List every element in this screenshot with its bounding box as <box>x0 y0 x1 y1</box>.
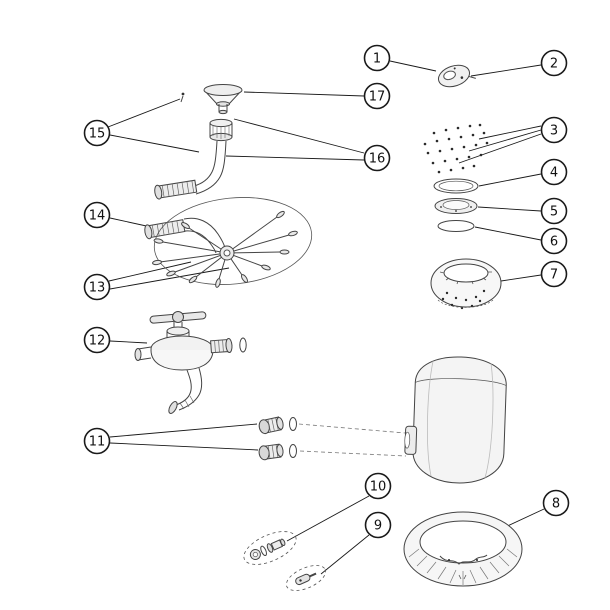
diffuser-funnel <box>203 84 243 115</box>
filter-tank <box>404 356 507 484</box>
svg-text:14: 14 <box>89 209 106 224</box>
svg-text:7: 7 <box>550 268 558 283</box>
callout-4: 4 <box>540 158 568 186</box>
screw-set <box>423 123 489 174</box>
svg-text:12: 12 <box>89 334 106 349</box>
o-ring <box>437 220 475 232</box>
drain-fitting-set <box>243 531 297 565</box>
svg-text:13: 13 <box>89 281 106 296</box>
callout-14: 14 <box>83 201 111 229</box>
callout-13: 13 <box>83 273 111 301</box>
callout-2: 2 <box>540 49 568 77</box>
callout-10: 10 <box>364 472 392 500</box>
fitting-o-ring-lower <box>289 444 297 458</box>
svg-text:11: 11 <box>89 435 106 450</box>
svg-text:17: 17 <box>369 90 386 105</box>
callout-11: 11 <box>83 427 111 455</box>
svg-text:4: 4 <box>550 166 558 181</box>
svg-text:9: 9 <box>374 519 382 534</box>
svg-text:15: 15 <box>89 127 106 142</box>
pressure-gauge <box>437 64 476 88</box>
standpipe <box>154 140 227 200</box>
svg-text:3: 3 <box>550 124 558 139</box>
filter-lid <box>430 258 502 310</box>
svg-text:8: 8 <box>552 497 560 512</box>
callout-6: 6 <box>540 227 568 255</box>
svg-text:16: 16 <box>369 152 386 167</box>
callout-1: 1 <box>363 44 391 72</box>
bulkhead-fitting-upper <box>258 416 284 435</box>
svg-text:2: 2 <box>550 57 558 72</box>
callout-16: 16 <box>363 144 391 172</box>
lateral-assembly <box>152 197 313 288</box>
svg-text:6: 6 <box>550 235 558 250</box>
standpipe-coupling <box>209 118 233 142</box>
svg-text:10: 10 <box>370 480 387 495</box>
callout-12: 12 <box>83 326 111 354</box>
flange-ring <box>433 178 479 194</box>
callout-15: 15 <box>83 119 111 147</box>
fitting-o-ring-upper <box>289 417 297 431</box>
bleed-pin <box>180 92 185 103</box>
callout-8: 8 <box>542 489 570 517</box>
callout-17: 17 <box>363 82 391 110</box>
multiport-valve <box>134 311 247 414</box>
callout-5: 5 <box>540 197 568 225</box>
lid-cap <box>434 198 478 214</box>
svg-text:5: 5 <box>550 205 558 220</box>
callout-9: 9 <box>364 511 392 539</box>
laterals <box>152 210 298 288</box>
assembly-guides <box>298 423 407 457</box>
callout-7: 7 <box>540 260 568 288</box>
callout-3: 3 <box>540 116 568 144</box>
bulkhead-fitting-lower <box>258 443 284 461</box>
drain-plug <box>285 565 327 591</box>
base-collar <box>403 511 523 587</box>
svg-text:1: 1 <box>373 52 381 67</box>
